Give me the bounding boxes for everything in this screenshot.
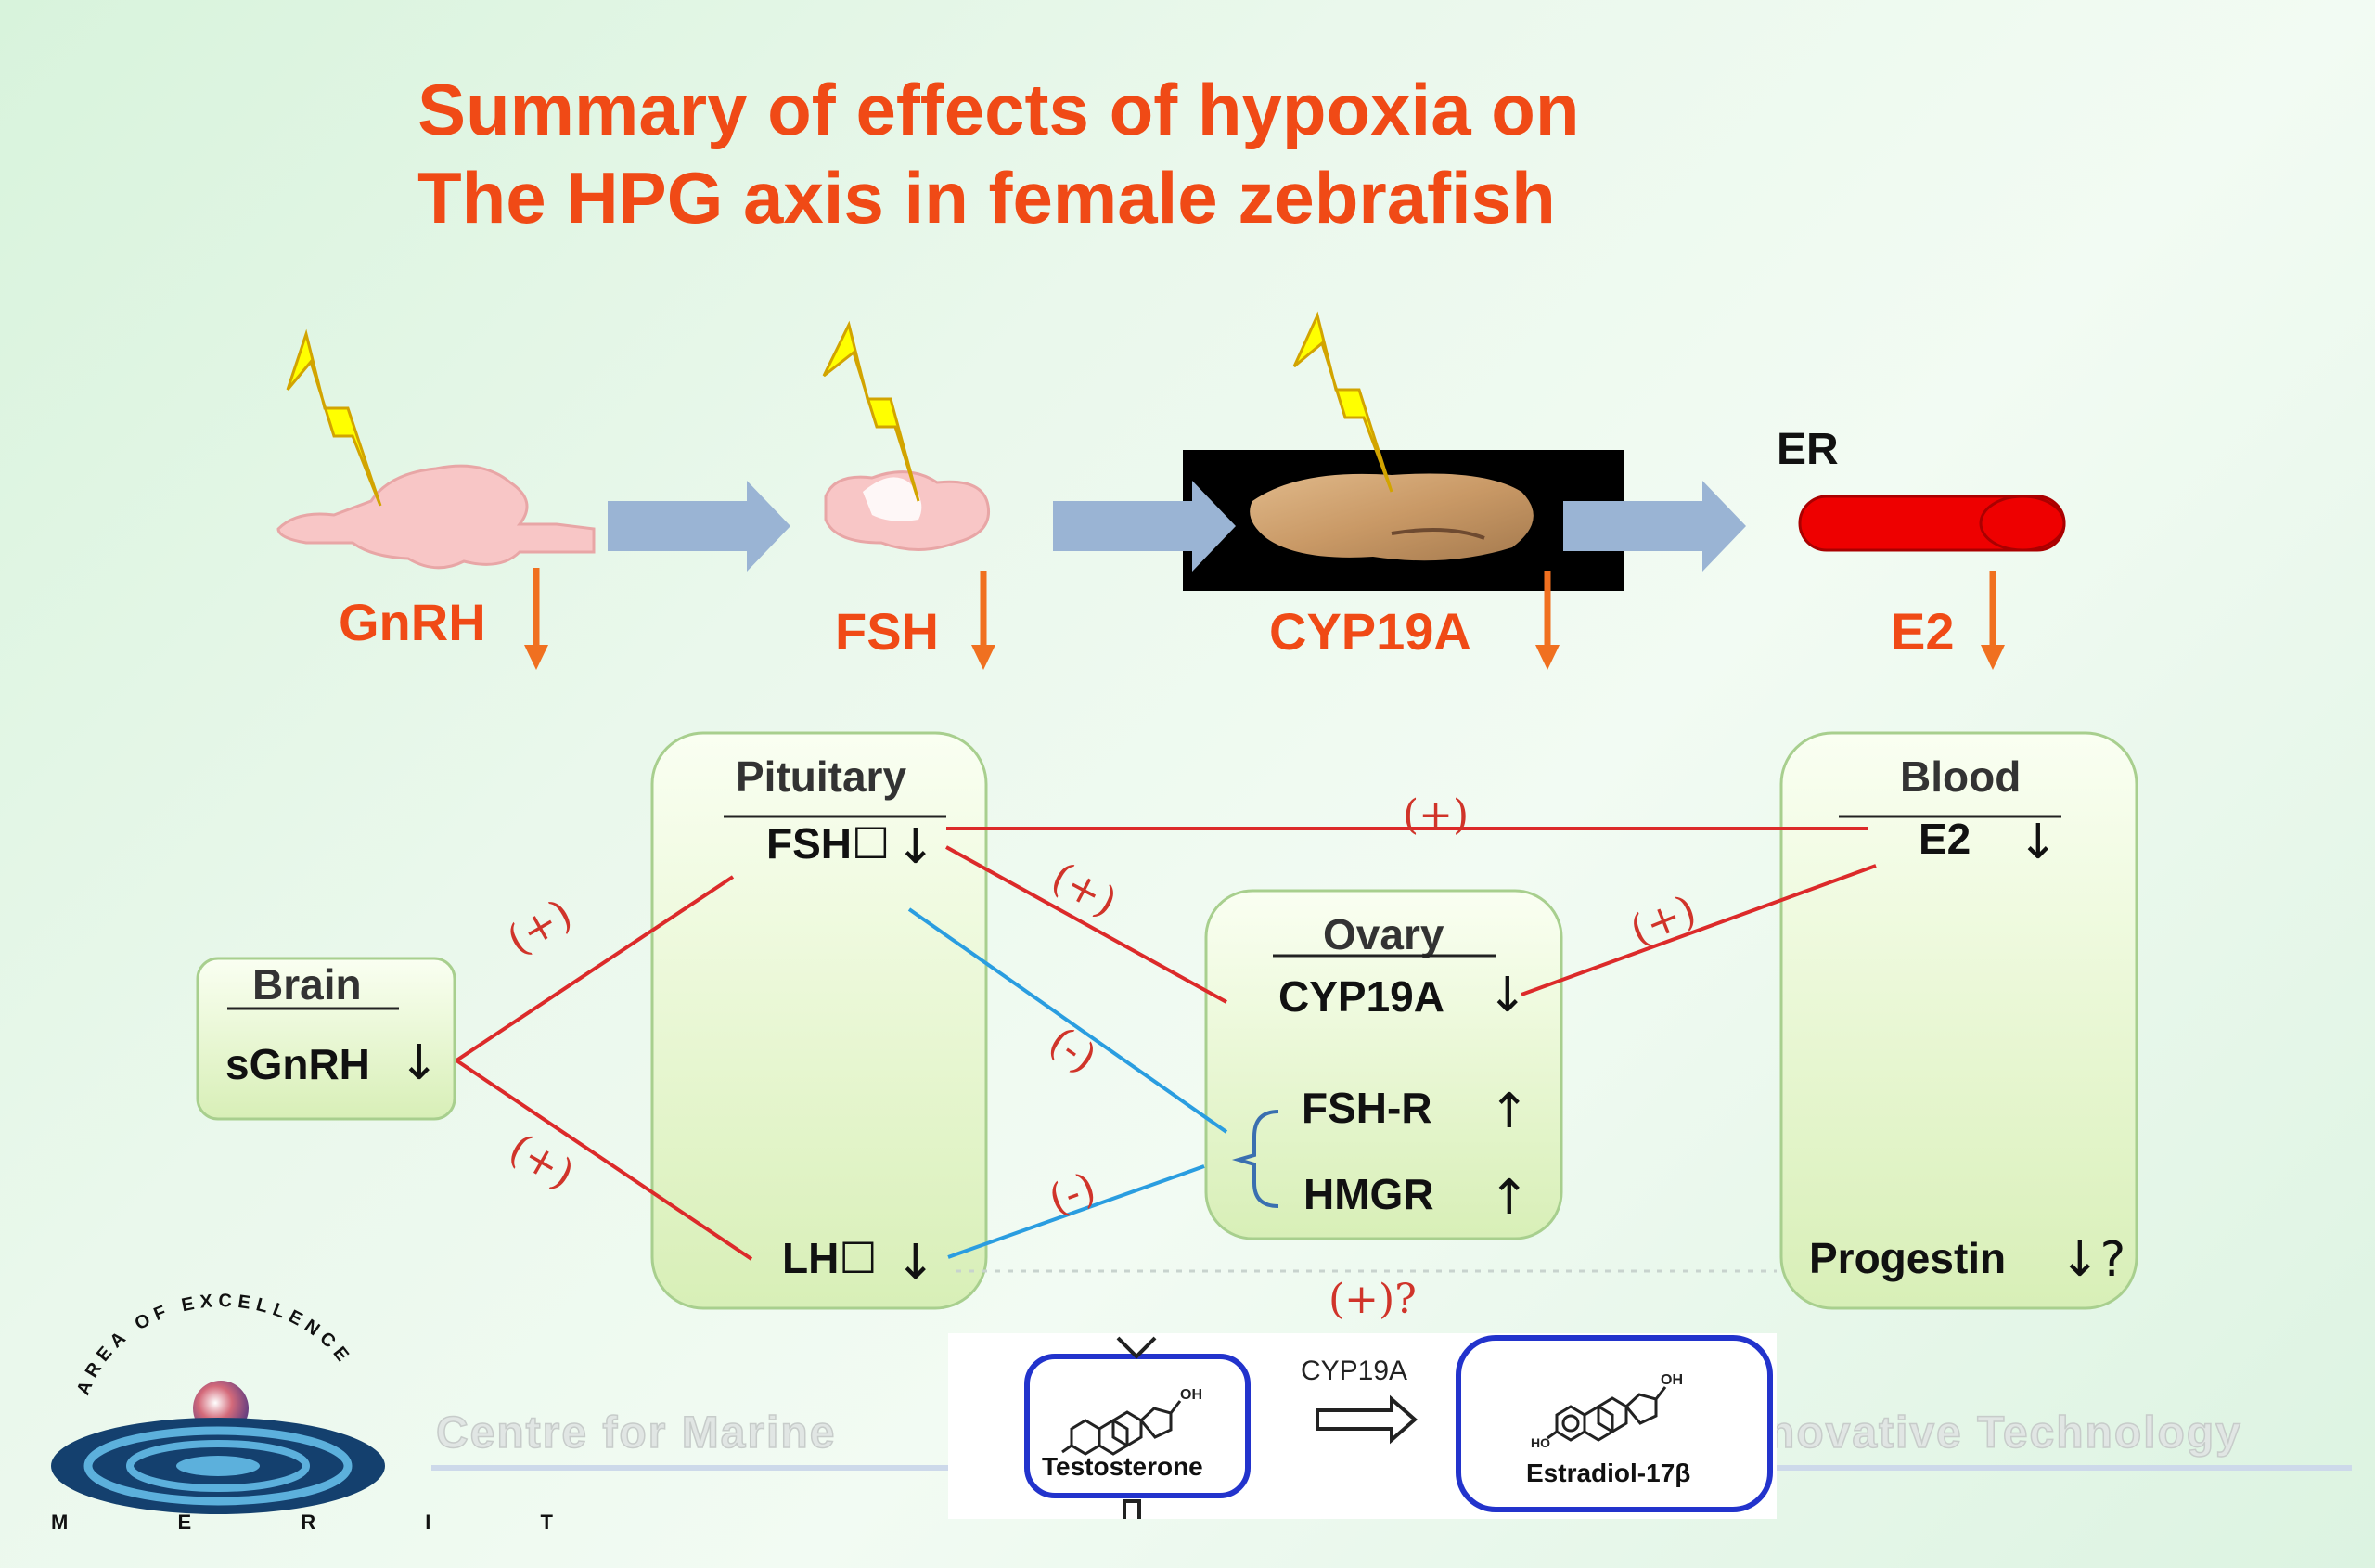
decrease-arrows — [524, 568, 2005, 670]
testosterone-label: Testosterone — [1042, 1452, 1203, 1481]
brain-title: Brain — [252, 960, 362, 1009]
ovary-photo — [1183, 450, 1624, 591]
ovary-title: Ovary — [1323, 910, 1444, 958]
ovary-item-cyp19a: CYP19A — [1278, 972, 1444, 1021]
enzyme-label: CYP19A — [1301, 1356, 1407, 1386]
pituitary-item-fsh: FSH☐ — [766, 819, 890, 868]
trend-down: ↓ — [1487, 968, 1528, 1023]
effect-fsh-ovary: (-) — [1040, 1018, 1105, 1083]
reaction-arrow — [1316, 1394, 1419, 1445]
positive-connections — [455, 827, 1877, 1261]
lightning-icon — [822, 320, 920, 502]
logo-bottom-text: M E R I T — [51, 1510, 605, 1534]
estradiol-label: Estradiol-17β — [1526, 1459, 1690, 1487]
hormone-gnrh: GnRH — [339, 593, 486, 651]
effect-fsh-e2: (+) — [1403, 791, 1469, 839]
reaction-panel: OH Testosterone CYP19A OH HO Estradiol-1… — [948, 1333, 1777, 1519]
trend-down: ↓ — [895, 1235, 936, 1291]
trend-down: ↓ — [2018, 815, 2059, 870]
title-line-1: Summary of effects of hypoxia on — [417, 69, 1580, 150]
trend-up: ↑ — [1489, 1170, 1530, 1226]
blood-item-e2: E2 — [1919, 815, 1971, 863]
pituitary-illustration — [824, 470, 991, 551]
flow-arrow — [608, 481, 790, 572]
ovary-box — [1204, 889, 1563, 1240]
hormone-fsh: FSH — [835, 602, 939, 661]
flow-arrow — [1053, 481, 1236, 572]
pituitary-item-lh: LH☐ — [782, 1234, 878, 1282]
brain-box — [196, 957, 456, 1121]
brain-item-sgnrh: sGnRH — [225, 1040, 370, 1088]
estradiol-structure — [1547, 1386, 1667, 1442]
blood-box — [1779, 731, 2138, 1310]
estrogen-receptor-icon — [1798, 495, 2066, 552]
effect-e2-cyp: (+) — [1624, 886, 1702, 955]
er-label: ER — [1777, 425, 1839, 474]
estradiol-box — [1456, 1335, 1773, 1512]
flow-arrow — [1563, 481, 1746, 572]
svg-text:OH: OH — [1180, 1387, 1202, 1403]
svg-text:HO: HO — [1531, 1435, 1550, 1450]
trend-down: ↓ — [399, 1035, 440, 1091]
centre-text-right: novative Technology — [1767, 1408, 2242, 1458]
lightning-icon — [1292, 311, 1393, 493]
hormone-e2: E2 — [1891, 602, 1955, 661]
ovary-bracket — [1231, 1110, 1279, 1208]
ovary-item-hmgr: HMGR — [1303, 1170, 1434, 1218]
centre-text-left: Centre for Marine — [436, 1408, 836, 1458]
negative-connections — [907, 907, 1228, 1259]
testosterone-structure — [1061, 1400, 1182, 1456]
title-line-2: The HPG axis in female zebrafish — [417, 157, 1556, 238]
hormone-cyp19a: CYP19A — [1269, 602, 1471, 661]
effect-lh-ovary: (-) — [1043, 1163, 1102, 1224]
pituitary-box — [650, 731, 988, 1310]
brain-illustration — [276, 464, 596, 570]
pituitary-title: Pituitary — [736, 752, 906, 801]
lightning-icon — [286, 328, 382, 507]
ovary-item-fsh-r: FSH-R — [1302, 1084, 1432, 1132]
trend-down-uncertain: ↓? — [2060, 1232, 2125, 1288]
effect-brain-fsh: (+) — [499, 891, 580, 965]
trend-down: ↓ — [895, 819, 936, 875]
effect-fsh-cyp: (+) — [1044, 854, 1124, 926]
blood-title: Blood — [1900, 752, 2021, 801]
blood-item-progestin: Progestin — [1809, 1234, 2006, 1282]
svg-text:OH: OH — [1661, 1372, 1683, 1388]
effect-lh-blood: (+)? — [1329, 1276, 1417, 1323]
trend-up: ↑ — [1489, 1084, 1530, 1139]
